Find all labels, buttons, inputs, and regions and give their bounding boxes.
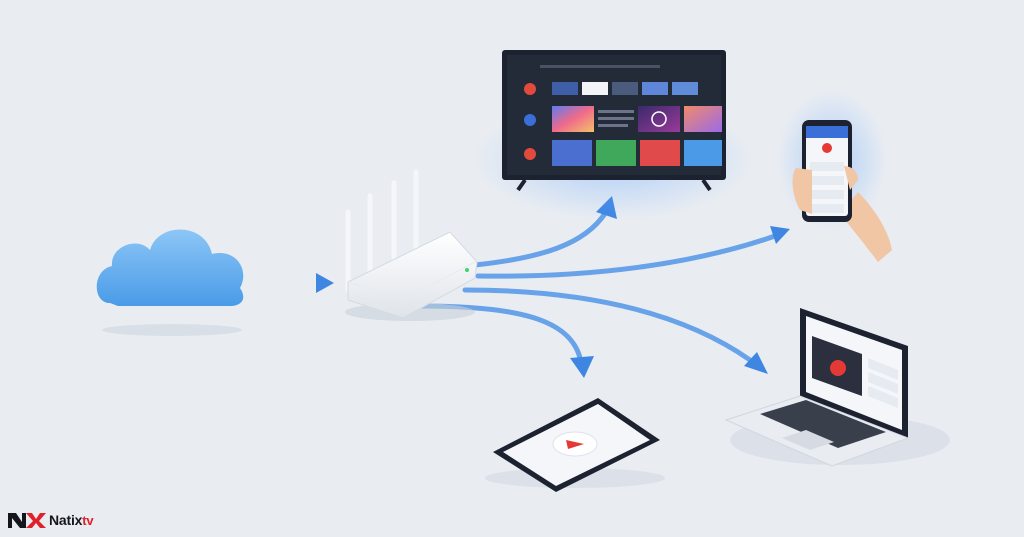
- brand-name: Natix: [49, 512, 83, 528]
- tablet-icon: [485, 398, 665, 492]
- brand-wordmark: Natixtv: [49, 512, 94, 528]
- cloud-icon: [96, 229, 244, 336]
- router-to-laptop-arrow: [462, 287, 768, 374]
- tv-icon: [474, 50, 754, 220]
- laptop-icon: [724, 308, 950, 467]
- router-icon: [345, 169, 478, 321]
- phone-icon: [777, 90, 892, 262]
- router-to-phone-arrow: [475, 226, 790, 279]
- cloud-to-router-arrow: [235, 273, 334, 293]
- play-icon: [566, 440, 584, 449]
- nx-monogram-icon: [8, 513, 46, 528]
- brand-suffix: tv: [82, 513, 94, 528]
- brand-logo[interactable]: Natixtv: [6, 509, 94, 531]
